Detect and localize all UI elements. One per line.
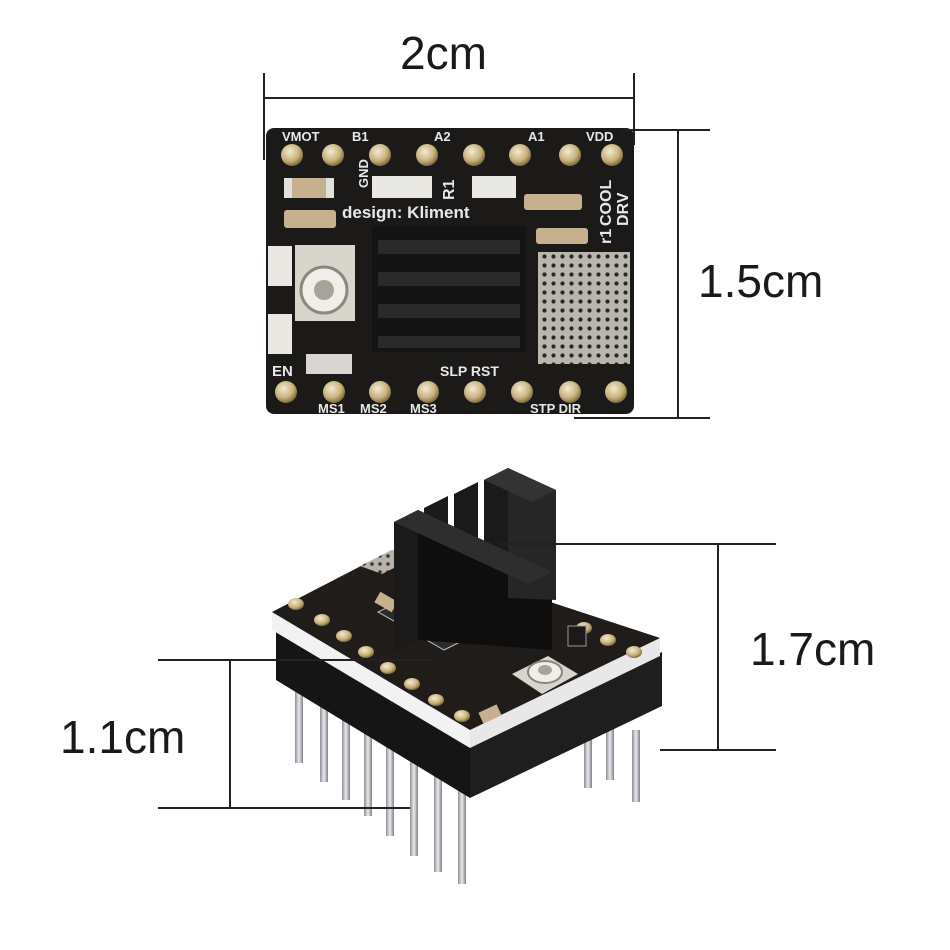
silk-r1-small: r1 (598, 229, 615, 244)
heatsink-top (372, 226, 526, 352)
silk-vmot: VMOT (282, 129, 320, 144)
dimension-lines-top (263, 73, 710, 419)
board-edge (272, 612, 470, 748)
bottom-pin-row (275, 381, 627, 403)
header-pins (295, 678, 640, 884)
silk-r1: R1 (441, 179, 458, 200)
silk-ms3: MS3 (410, 401, 437, 416)
total-height-label: 1.7cm (750, 623, 876, 675)
silk-vdd: VDD (586, 129, 613, 144)
dimension-lines-iso (158, 543, 776, 809)
silk-en: EN (272, 363, 293, 380)
silk-design: design: Kliment (342, 203, 470, 222)
heatsink-isometric (394, 468, 556, 652)
width-label: 2cm (400, 27, 487, 79)
iso-potentiometer (512, 656, 578, 694)
silk-ms2: MS2 (360, 401, 387, 416)
silk-a2: A2 (434, 129, 451, 144)
isometric-view (272, 468, 662, 884)
top-pin-row (281, 144, 623, 166)
iso-pads (288, 598, 642, 722)
top-view-board: VMOT B1 A2 A1 VDD GND R050 R050 R1 desig… (266, 128, 634, 416)
silk-stp-dir: STP DIR (530, 401, 582, 416)
length-label: 1.5cm (698, 255, 824, 307)
silk-resistor-2: R050 (482, 184, 504, 194)
silk-gnd: GND (356, 159, 371, 188)
silk-cool: COOL (598, 180, 615, 226)
potentiometer (295, 245, 355, 321)
pin-height-label: 1.1cm (60, 711, 186, 763)
silk-b1: B1 (352, 129, 369, 144)
via-grid (538, 252, 630, 364)
silk-a1: A1 (528, 129, 545, 144)
silk-slp-rst: SLP RST (440, 363, 499, 379)
silk-drv: DRV (615, 192, 632, 226)
silk-ms1: MS1 (318, 401, 345, 416)
header-strip (276, 628, 470, 798)
silk-resistor-1: R050 (390, 184, 412, 194)
